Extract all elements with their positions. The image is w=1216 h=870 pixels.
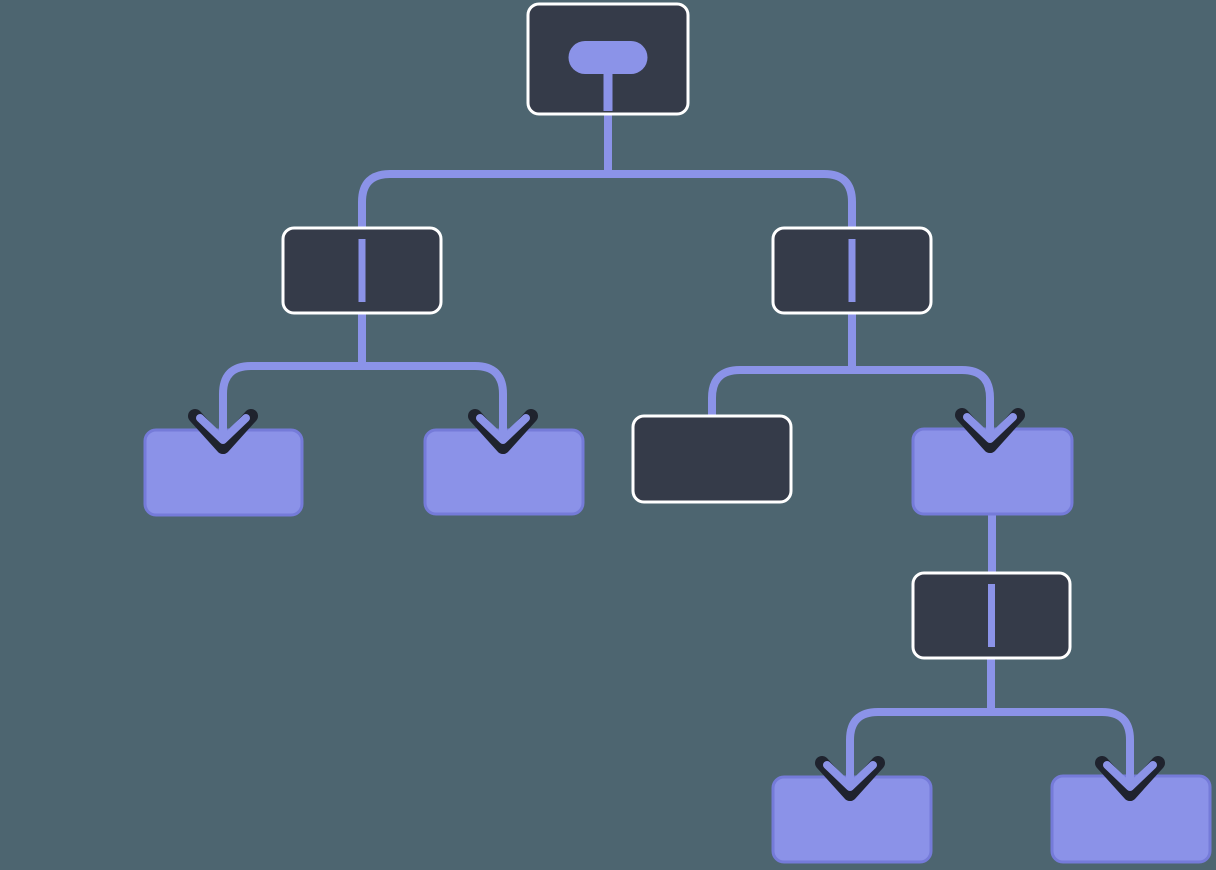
- chevron-down-icon: [823, 761, 877, 791]
- edge-left-split: [219, 313, 507, 437]
- edge-bottom-split: [846, 658, 1134, 784]
- edge-root-split: [358, 114, 856, 228]
- chevron-down-icon: [1103, 761, 1157, 791]
- pass-through-line: [848, 239, 856, 302]
- pill-stem: [603, 71, 613, 111]
- edge-right-split: [708, 313, 994, 436]
- node-leaf-3[interactable]: [631, 414, 793, 504]
- pass-through-line: [358, 239, 366, 302]
- collapse-pill-icon[interactable]: [568, 41, 648, 74]
- chevron-down-icon: [196, 414, 250, 444]
- pass-through-line: [988, 584, 995, 647]
- chevron-down-icon: [963, 413, 1017, 443]
- chevron-down-icon: [476, 414, 530, 444]
